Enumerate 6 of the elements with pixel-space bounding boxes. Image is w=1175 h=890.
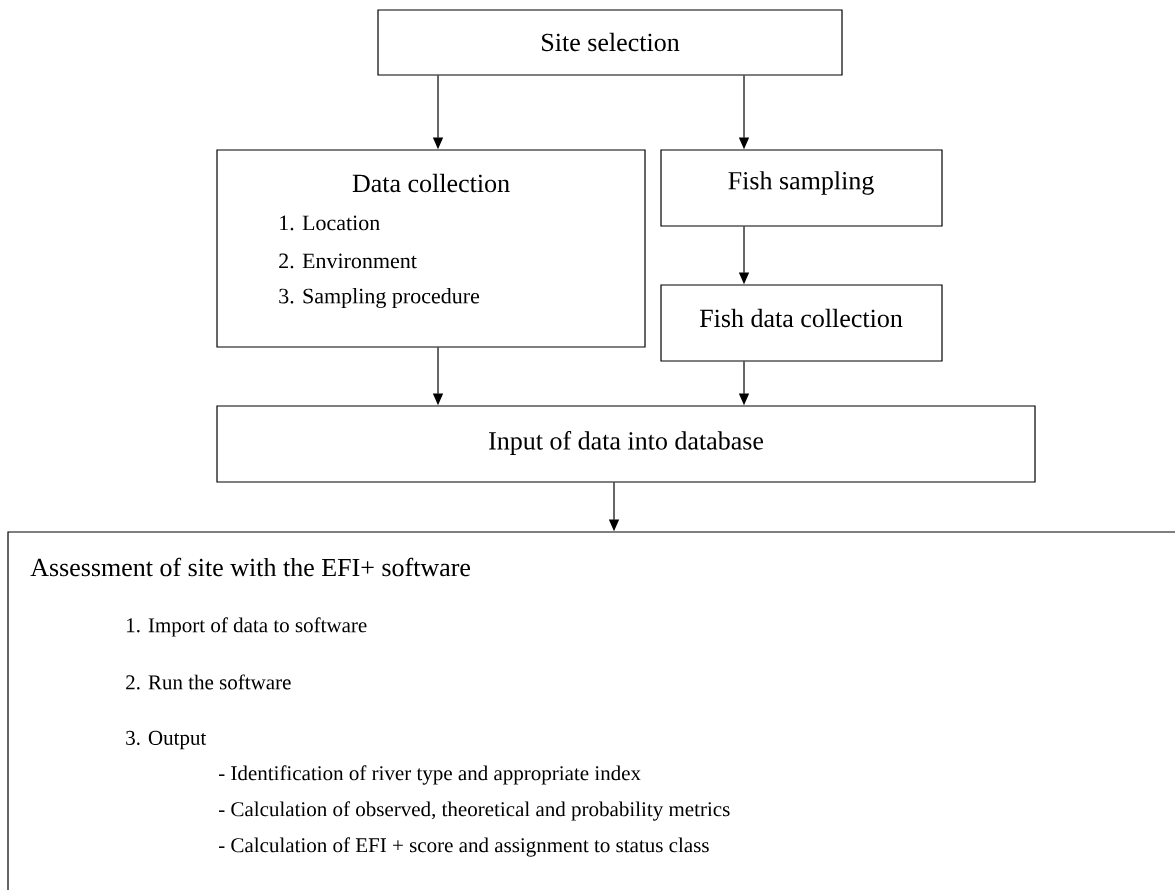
process-box: Data collection 1. Location 2. Environment 3. Sampling procedure (216, 149, 646, 348)
process-box: Fish sampling (660, 149, 943, 227)
process-box: Input of data into database (216, 405, 1036, 483)
process-box: Site selection (377, 9, 843, 76)
process-box: Assessment of site with the EFI+ software 1. Import of data to software 2. Run the software 3. Output - Identification of river type and appropriate index - Calculation of observed, theoretical and probability metrics - Calculation of EFI + score and assignment to status class (7, 531, 1175, 890)
process-box: Fish data collection (660, 284, 943, 362)
